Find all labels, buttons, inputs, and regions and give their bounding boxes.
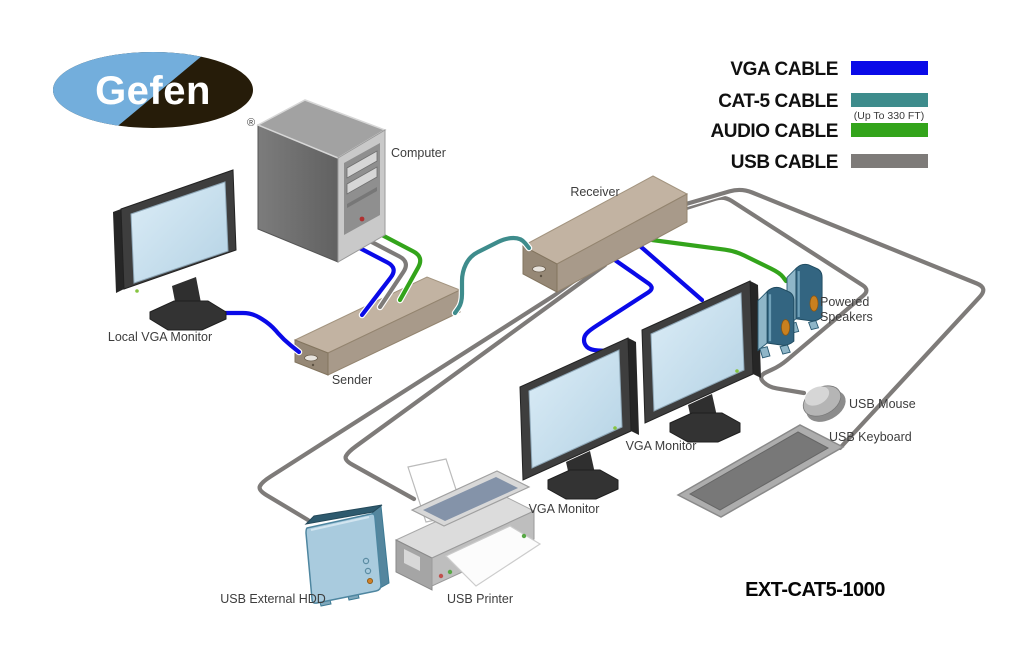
usb-mouse xyxy=(802,385,846,422)
local-vga-monitor xyxy=(113,169,237,331)
cable-usb-receiver-to-keyboard xyxy=(682,186,987,452)
legend-swatch-vga xyxy=(851,61,928,75)
computer-tower xyxy=(256,99,387,263)
legend-swatch-usb xyxy=(851,154,928,168)
label-usb-printer: USB Printer xyxy=(447,592,513,606)
label-computer: Computer xyxy=(391,146,446,160)
printer-led-green xyxy=(521,533,527,539)
drive-bay-1 xyxy=(346,150,378,179)
cable-vga-computer-to-sender xyxy=(348,240,397,319)
printer-window xyxy=(404,549,420,571)
usb-keyboard xyxy=(676,424,845,518)
cable-vga-receiver-to-monitor-1 xyxy=(580,254,655,355)
cables-main xyxy=(208,186,987,524)
cable-audio-receiver-to-speakers xyxy=(648,236,790,285)
hdd-detail-dot-1 xyxy=(362,557,370,565)
drive-bay-2 xyxy=(346,166,378,195)
hdd-detail-dot-2 xyxy=(364,567,372,575)
usb-external-hdd xyxy=(304,504,390,607)
cable-audio-computer-to-sender xyxy=(376,230,424,304)
cable-usb-receiver-to-mouse xyxy=(676,194,870,397)
legend-label-vga: VGA CABLE xyxy=(730,59,838,80)
local-monitor-led xyxy=(135,289,139,293)
monitor2-base xyxy=(669,412,741,443)
label-vga-monitor-1: VGA Monitor xyxy=(529,502,600,516)
printer-paper-out xyxy=(444,525,542,587)
legend-swatch-audio xyxy=(851,123,928,137)
cable-cat5-sender-to-receiver xyxy=(451,234,533,317)
hdd-top xyxy=(304,504,383,525)
devices-front xyxy=(304,263,846,607)
model-number: EXT-CAT5-1000 xyxy=(745,579,885,601)
legend-note: (Up To 330 FT) xyxy=(854,110,924,122)
keyboard-keys xyxy=(688,431,830,511)
logo-text: Gefen xyxy=(95,69,211,113)
drive-slot xyxy=(347,187,377,208)
label-local-vga-monitor: Local VGA Monitor xyxy=(108,330,212,344)
devices-mid xyxy=(113,99,689,331)
label-sender: Sender xyxy=(332,373,372,387)
cable-legend: VGA CABLE CAT-5 CABLE (Up To 330 FT) AUD… xyxy=(710,59,928,173)
legend-label-cat5: CAT-5 CABLE xyxy=(718,91,838,112)
vga-monitor-1 xyxy=(519,337,639,500)
label-receiver: Receiver xyxy=(570,185,619,199)
power-button xyxy=(359,216,365,222)
hdd-power-led xyxy=(366,578,373,585)
label-vga-monitor-2: VGA Monitor xyxy=(626,439,697,453)
sender-unit xyxy=(293,276,462,376)
legend-label-usb: USB CABLE xyxy=(731,152,838,173)
monitor2-screen xyxy=(650,292,745,412)
printer-button-green xyxy=(447,569,453,575)
vga-monitor-2 xyxy=(641,280,761,443)
devices-back xyxy=(293,276,462,376)
sender-led xyxy=(311,363,315,367)
monitor2-led xyxy=(735,369,739,373)
monitor1-led xyxy=(613,426,617,430)
printer-button-red xyxy=(438,573,444,579)
hdd-front-highlight xyxy=(310,516,370,531)
registered-mark: ® xyxy=(247,117,255,129)
cable-usb-receiver-to-hdd xyxy=(256,275,584,524)
mouse-highlight xyxy=(804,386,830,406)
sender-logo-badge xyxy=(304,354,318,362)
hdd-front xyxy=(305,513,382,604)
cable-vga-local-monitor-to-sender xyxy=(208,309,303,356)
receiver-logo-badge xyxy=(532,265,546,273)
label-usb-external-hdd: USB External HDD xyxy=(220,592,326,606)
monitor1-screen xyxy=(528,349,623,469)
receiver-led xyxy=(539,274,543,278)
label-usb-mouse: USB Mouse xyxy=(849,397,916,411)
local-monitor-edge xyxy=(113,209,124,293)
logo-blue-wedge xyxy=(53,52,209,128)
cable-usb-receiver-to-printer xyxy=(342,261,609,503)
receiver-unit xyxy=(521,175,689,293)
legend-label-audio: AUDIO CABLE xyxy=(710,121,838,142)
gefen-logo: Gefen ® xyxy=(53,52,255,129)
cable-vga-receiver-to-monitor-2 xyxy=(636,242,706,304)
local-monitor-base xyxy=(149,300,227,331)
printer-roller xyxy=(423,477,518,521)
legend-swatch-cat5 xyxy=(851,93,928,107)
cable-usb-computer-to-sender xyxy=(362,235,410,311)
monitor1-base xyxy=(547,469,619,500)
usb-printer xyxy=(394,458,542,591)
cables-over xyxy=(451,234,533,317)
label-usb-keyboard: USB Keyboard xyxy=(829,430,912,444)
local-monitor-screen xyxy=(130,181,229,284)
